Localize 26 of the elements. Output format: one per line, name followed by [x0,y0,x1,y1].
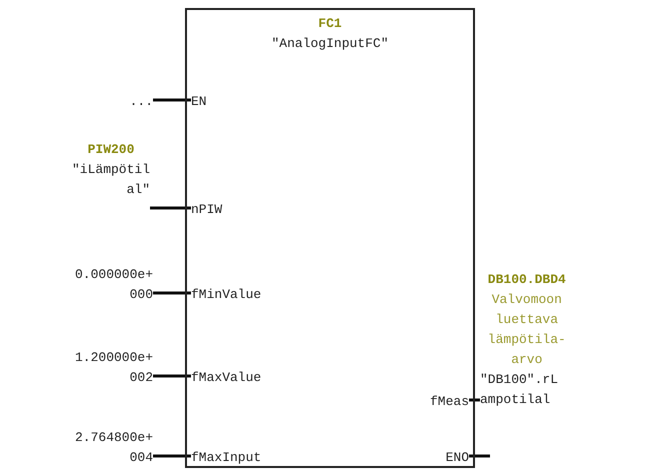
symbol-name: "DB100".rLampotilal [480,371,558,409]
pin-label: EN [191,92,207,112]
connection-line [469,398,480,402]
pin-label: fMaxInput [191,448,262,468]
pin-label: ENO [446,448,469,468]
pin-label: nPIW [191,200,222,220]
pin-label: fMinValue [191,285,262,305]
function-block [185,8,475,468]
operand-value: 0.000000e+000 [75,265,153,305]
connection-line [153,454,191,458]
pin-label: fMaxValue [191,368,262,388]
operand-address: PIW200 [86,141,136,159]
connection-line [153,292,191,294]
connection-line [469,454,490,458]
symbol-name: "iLämpötilal" [72,161,150,199]
connection-line [153,374,191,378]
connection-line [153,98,191,102]
comment-text: Valvomoon luettava lämpötila-arvo [486,291,567,369]
operand-address: DB100.DBD4 [486,271,567,289]
operand-value: 2.764800e+004 [75,428,153,468]
connection-line [150,206,191,210]
block-name: "AnalogInputFC" [270,35,390,53]
operand-value: ... [75,92,153,112]
operand-value: 1.200000e+002 [75,348,153,388]
block-number: FC1 [317,15,343,33]
pin-label: fMeas [430,392,469,412]
